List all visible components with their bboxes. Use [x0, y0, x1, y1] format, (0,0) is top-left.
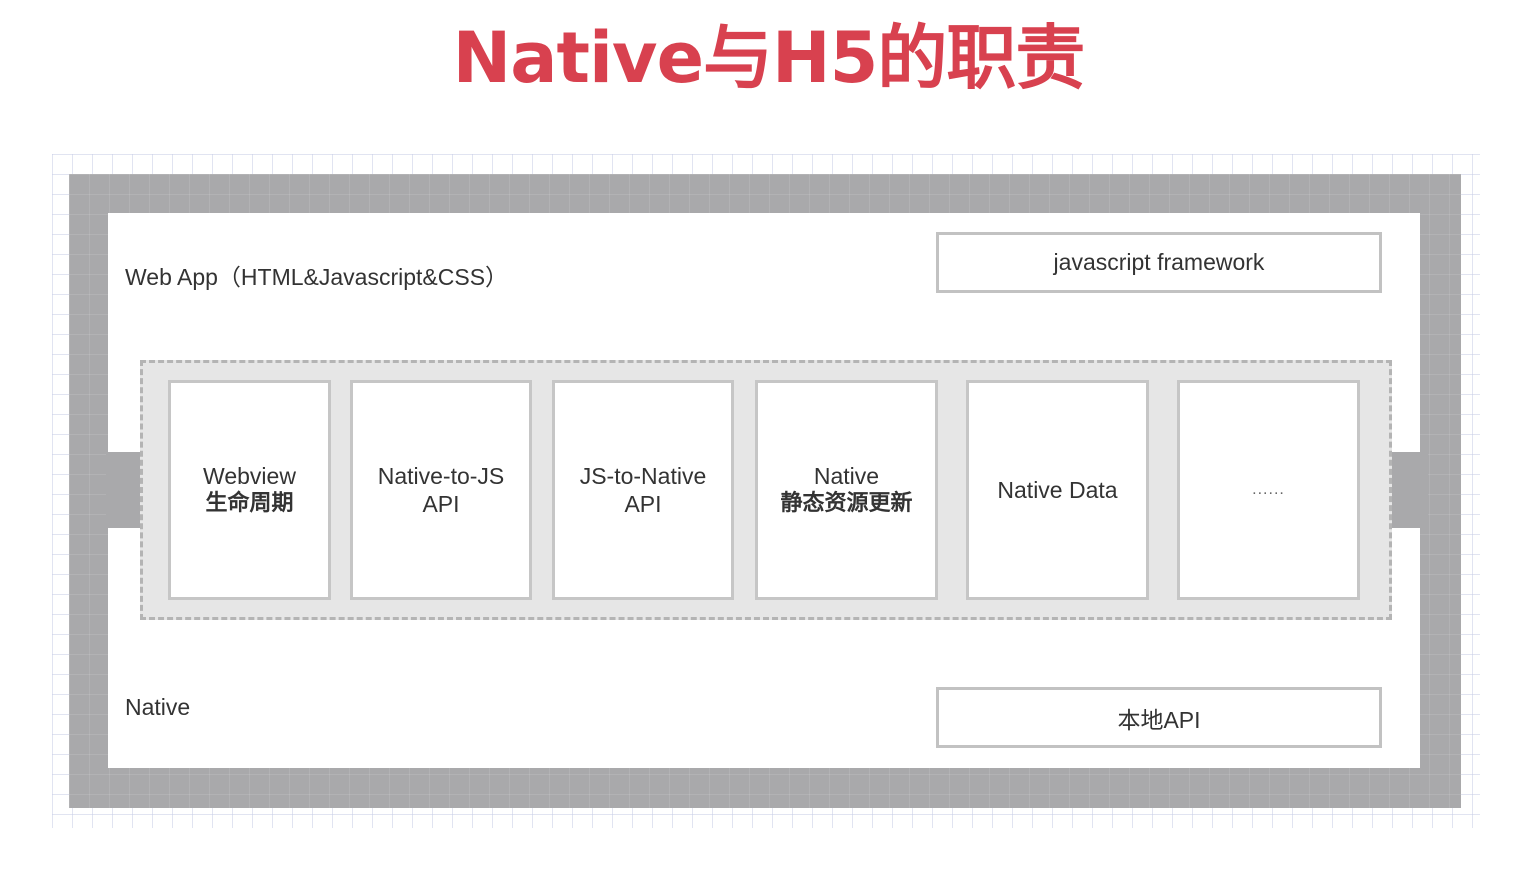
- module-line1: Webview: [203, 463, 296, 489]
- native-label: Native: [125, 694, 191, 720]
- module-native-to-js-api: Native-to-JS API: [350, 380, 532, 600]
- left-connector: [106, 452, 146, 528]
- module-line2: 生命周期: [205, 491, 294, 516]
- module-native-static-resource-update: Native 静态资源更新: [755, 380, 938, 600]
- js-framework-box: javascript framework: [936, 232, 1382, 293]
- right-connector: [1388, 452, 1428, 528]
- web-app-label: Web App（HTML&Javascript&CSS）: [125, 264, 509, 290]
- module-webview-lifecycle: Webview 生命周期: [168, 380, 331, 600]
- page-title: Native与H5的职责: [452, 17, 1086, 99]
- module-line1: JS-to-Native: [579, 463, 707, 489]
- ellipsis-label: ......: [1252, 481, 1285, 498]
- module-line2: API: [422, 491, 460, 517]
- module-line1: Native-to-JS: [377, 463, 505, 489]
- js-framework-label: javascript framework: [1053, 249, 1265, 275]
- local-api-label: 本地API: [1117, 706, 1201, 733]
- module-line1: Native: [813, 463, 880, 489]
- module-native-data: Native Data: [966, 380, 1149, 600]
- module-more: ......: [1177, 380, 1360, 600]
- module-line1: Native Data: [997, 477, 1118, 503]
- module-js-to-native-api: JS-to-Native API: [552, 380, 734, 600]
- module-line2: API: [624, 491, 662, 517]
- module-line2: 静态资源更新: [780, 491, 913, 516]
- local-api-box: 本地API: [936, 687, 1382, 748]
